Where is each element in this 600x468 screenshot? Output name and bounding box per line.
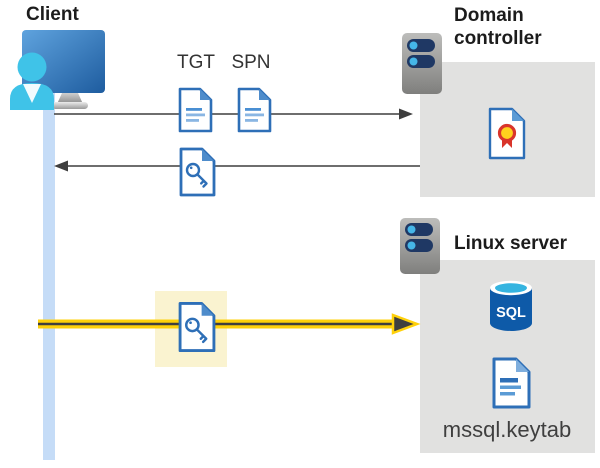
arrow-client-to-linux-server xyxy=(38,313,421,335)
tgt-label: TGT xyxy=(177,52,215,73)
sql-database-icon: SQL xyxy=(490,280,532,331)
arrow-domain-controller-to-client xyxy=(54,160,420,172)
domain-controller-label: Domain controller xyxy=(454,5,542,49)
spn-label: SPN xyxy=(231,52,271,73)
key-file-icon xyxy=(179,147,216,197)
monitor-icon xyxy=(22,30,105,109)
client-timeline-bar xyxy=(43,92,55,460)
user-icon xyxy=(10,52,54,110)
tgt-document-icon xyxy=(178,87,213,133)
linux-server-icon xyxy=(400,218,440,274)
spn-document-icon xyxy=(237,87,272,133)
arrow-client-to-domain-controller xyxy=(54,108,413,120)
client-label: Client xyxy=(26,4,79,25)
linux-server-label: Linux server xyxy=(454,233,567,254)
highlighted-key-file-icon xyxy=(178,301,216,353)
client-workstation-icon xyxy=(10,30,105,110)
domain-controller-server-icon xyxy=(402,33,442,94)
keytab-file-label: mssql.keytab xyxy=(442,417,572,442)
keytab-document-icon xyxy=(492,357,531,409)
certificate-icon xyxy=(488,107,526,160)
sql-label: SQL xyxy=(496,305,526,321)
